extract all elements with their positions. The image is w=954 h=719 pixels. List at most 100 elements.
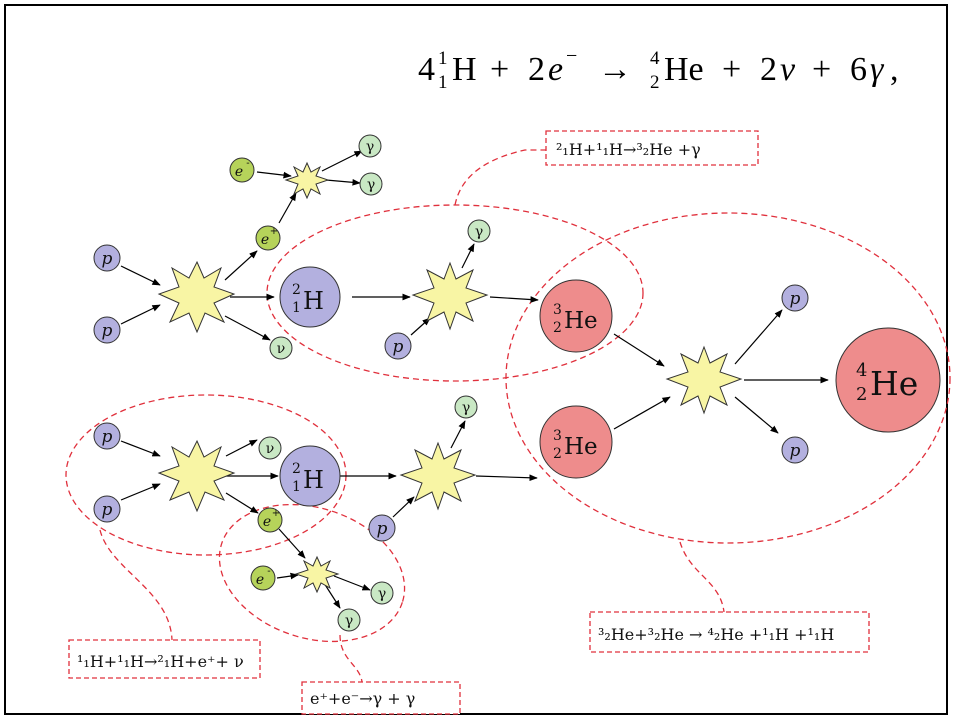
- svg-text:H: H: [303, 466, 324, 494]
- svg-text:1: 1: [292, 479, 301, 495]
- svg-text:4: 4: [650, 48, 660, 69]
- figure-frame: [4, 4, 948, 715]
- svg-text:γ: γ: [378, 586, 386, 602]
- dashed-groups: [65, 149, 951, 683]
- svg-text:,: ,: [890, 51, 899, 88]
- svg-text:-: -: [246, 158, 249, 169]
- svg-text:2: 2: [856, 384, 867, 405]
- gamma-particle: γ: [337, 608, 361, 632]
- electron-particle: e-: [229, 157, 255, 183]
- reaction-box-proton-proton: ¹₁H+¹₁H→²₁H+e⁺+ ν: [68, 639, 261, 679]
- overall-equation: 4 1 1 H + 2 e − → 4 2 He + 2 ν + 6 γ ,: [418, 45, 899, 93]
- gamma-particle: γ: [359, 172, 383, 196]
- svg-text:+: +: [270, 226, 278, 237]
- svg-text:1: 1: [438, 72, 448, 93]
- svg-text:p: p: [102, 427, 113, 447]
- svg-text:2: 2: [553, 320, 562, 336]
- svg-text:2: 2: [292, 461, 301, 477]
- reaction-text-helium-fusion: ³₂He+³₂He → ⁴₂He +¹₁H +¹₁H: [598, 625, 834, 644]
- svg-text:e: e: [256, 572, 264, 588]
- connector-proton-proton: [99, 529, 173, 641]
- proton-particle: p: [781, 284, 809, 312]
- electron-particle: e-: [250, 565, 276, 591]
- svg-text:He: He: [564, 434, 598, 460]
- gammas-and-neutrinos: γ γ γ γ γ γ ν ν: [258, 134, 491, 632]
- svg-text:p: p: [377, 519, 388, 539]
- leptons: e- e+ e+ e-: [229, 157, 283, 591]
- svg-text:He: He: [664, 51, 704, 88]
- svg-text:p: p: [102, 500, 113, 520]
- reaction-text-deuterium-proton: ²₁H+¹₁H→³₂He +γ: [556, 140, 701, 159]
- group-annihilation: [218, 503, 406, 643]
- reaction-box-helium-fusion: ³₂He+³₂He → ⁴₂He +¹₁H +¹₁H: [589, 611, 870, 653]
- svg-text:1: 1: [438, 48, 448, 69]
- gamma-particle: γ: [370, 581, 394, 605]
- gamma-particle: γ: [467, 219, 491, 243]
- positron-particle: e+: [257, 507, 283, 533]
- protons: p p p p p p p p: [93, 244, 809, 542]
- reaction-box-deuterium-proton: ²₁H+¹₁H→³₂He +γ: [545, 130, 759, 166]
- svg-text:-: -: [267, 566, 270, 577]
- svg-text:4: 4: [856, 360, 867, 381]
- nuclei: 2 1 H 2 1 H 3 2 He 3 2 He 4 2 He: [279, 266, 941, 507]
- reaction-text-proton-proton: ¹₁H+¹₁H→²₁H+e⁺+ ν: [77, 652, 244, 671]
- svg-text:6: 6: [850, 51, 867, 88]
- deuterium-nucleus: 2 1 H: [279, 266, 341, 328]
- gamma-particle: γ: [454, 395, 478, 419]
- svg-text:p: p: [790, 441, 801, 461]
- proton-particle: p: [781, 436, 809, 464]
- svg-text:3: 3: [553, 428, 562, 444]
- proton-particle: p: [93, 495, 121, 523]
- svg-text:γ: γ: [870, 51, 885, 88]
- svg-text:+: +: [272, 508, 280, 519]
- svg-text:3: 3: [553, 302, 562, 318]
- svg-text:H: H: [303, 287, 324, 315]
- flash-icon: [157, 439, 236, 513]
- group-proton-proton: [65, 394, 347, 556]
- svg-text:ν: ν: [780, 51, 796, 88]
- connector-helium-fusion: [679, 541, 725, 613]
- svg-text:γ: γ: [367, 177, 375, 193]
- helium4-nucleus: 4 2 He: [835, 327, 941, 433]
- svg-text:+: +: [722, 51, 741, 88]
- svg-text:2: 2: [553, 446, 562, 462]
- proton-particle: p: [384, 332, 412, 360]
- svg-text:γ: γ: [366, 139, 374, 155]
- svg-text:→: →: [598, 51, 632, 88]
- svg-text:ν: ν: [277, 341, 286, 357]
- proton-particle: p: [93, 316, 121, 344]
- svg-text:2: 2: [292, 282, 301, 298]
- svg-text:γ: γ: [462, 400, 470, 416]
- svg-text:e: e: [548, 51, 563, 88]
- deuterium-nucleus: 2 1 H: [279, 445, 341, 507]
- reaction-flashes: [157, 161, 743, 594]
- proton-particle: p: [93, 244, 121, 272]
- svg-text:γ: γ: [475, 224, 483, 240]
- svg-text:+: +: [490, 51, 509, 88]
- svg-text:e: e: [261, 232, 269, 248]
- svg-text:p: p: [790, 289, 801, 309]
- flash-icon: [284, 161, 330, 200]
- svg-text:+: +: [812, 51, 831, 88]
- proton-particle: p: [368, 514, 396, 542]
- group-helium-fusion: [505, 212, 951, 544]
- svg-text:p: p: [102, 321, 113, 341]
- positron-particle: e+: [255, 225, 281, 251]
- svg-text:−: −: [566, 45, 577, 67]
- gamma-particle: γ: [358, 134, 382, 158]
- reaction-text-annihilation: e⁺+e⁻→γ + γ: [310, 689, 415, 708]
- svg-text:γ: γ: [345, 613, 353, 629]
- svg-text:2: 2: [650, 72, 660, 93]
- neutrino-particle: ν: [258, 436, 282, 460]
- svg-text:p: p: [102, 249, 113, 269]
- proton-particle: p: [93, 422, 121, 450]
- flash-icon: [294, 555, 340, 594]
- svg-text:2: 2: [528, 51, 545, 88]
- connector-annihilation: [339, 634, 363, 683]
- flash-icon: [399, 441, 477, 511]
- svg-text:4: 4: [418, 51, 435, 88]
- neutrino-particle: ν: [269, 336, 293, 360]
- svg-text:p: p: [393, 337, 404, 357]
- reaction-arrows: [120, 150, 829, 609]
